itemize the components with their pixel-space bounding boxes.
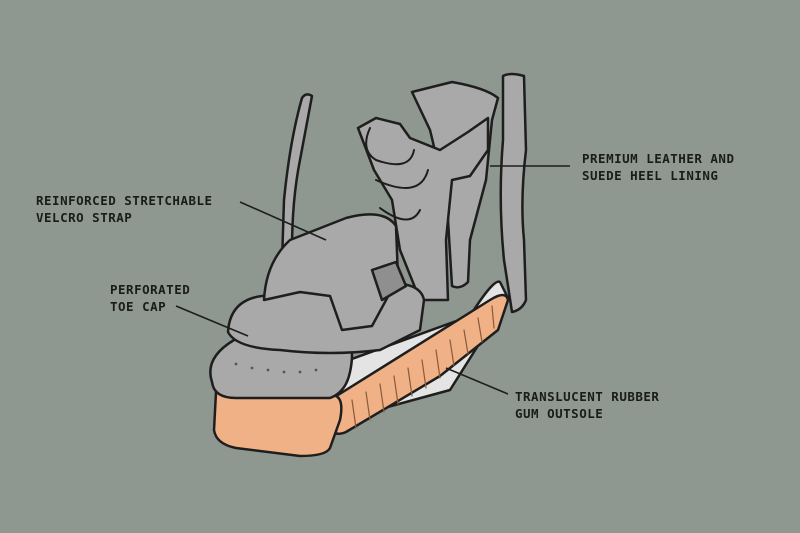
- callout-toe-cap-line2: TOE CAP: [110, 299, 167, 314]
- leader-outsole: [445, 367, 509, 395]
- strap-tab: [370, 260, 408, 302]
- callout-toe-cap-line1: PERFORATED: [110, 282, 191, 297]
- callout-heel-lining-line1: PREMIUM LEATHER AND: [582, 151, 735, 166]
- callout-outsole-line2: GUM OUTSOLE: [515, 406, 604, 421]
- callout-velcro-strap-line1: REINFORCED STRETCHABLE: [36, 193, 213, 208]
- callout-toe-cap: PERFORATED TOE CAP: [110, 281, 190, 315]
- callout-velcro-strap: REINFORCED STRETCHABLE VELCRO STRAP: [36, 192, 213, 226]
- callout-heel-lining: PREMIUM LEATHER AND SUEDE HEEL LINING: [582, 150, 735, 184]
- leader-velcro-strap: [239, 201, 327, 241]
- laces: [365, 127, 429, 221]
- callout-outsole: TRANSLUCENT RUBBER GUM OUTSOLE: [515, 388, 659, 422]
- heel-panel-outer: [499, 72, 528, 314]
- callout-velcro-strap-line2: VELCRO STRAP: [36, 210, 133, 225]
- leader-toe-cap: [175, 305, 249, 337]
- outsole-ridges: [351, 305, 495, 429]
- callout-heel-lining-line2: SUEDE HEEL LINING: [582, 168, 719, 183]
- callout-outsole-line1: TRANSLUCENT RUBBER: [515, 389, 660, 404]
- leader-lines: [175, 165, 570, 395]
